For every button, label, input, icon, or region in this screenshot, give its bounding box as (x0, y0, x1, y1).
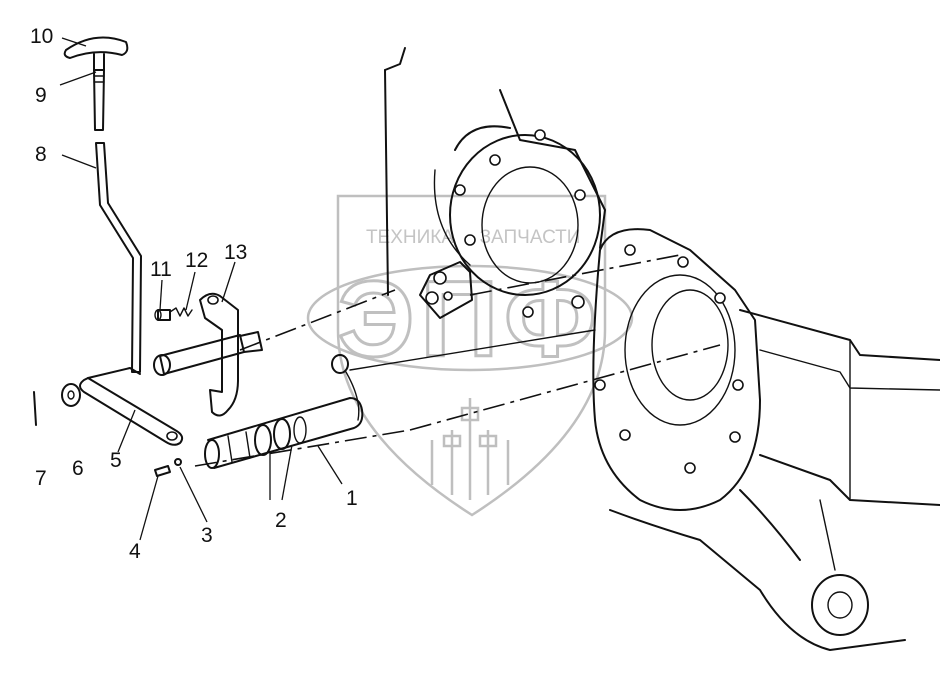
watermark-logo-oval (306, 264, 634, 372)
label-part-4: 4 (129, 540, 141, 563)
watermark-logo: ЭПФ (338, 258, 603, 379)
part-6-washer (61, 383, 81, 407)
label-part-2: 2 (275, 509, 287, 532)
part-13-shift-fork (153, 292, 263, 417)
label-part-1: 1 (346, 487, 358, 510)
snap-ring (331, 354, 360, 421)
label-part-6: 6 (72, 457, 84, 480)
part-1-shift-rod (204, 397, 364, 469)
label-part-10: 10 (30, 25, 53, 48)
label-part-12: 12 (185, 249, 208, 272)
part-3-pin (174, 458, 182, 466)
part-8-rod-lower (95, 142, 142, 373)
part-12-spring (169, 307, 193, 317)
watermark-bottom-text: ЗАПЧАСТИ (480, 227, 581, 248)
label-part-13: 13 (224, 241, 247, 264)
transmission-housing (384, 47, 940, 651)
label-part-5: 5 (110, 449, 122, 472)
part-9-rod-upper (93, 69, 105, 131)
watermark-shield (336, 194, 607, 517)
part-5-lever (79, 367, 184, 446)
label-part-9: 9 (35, 84, 47, 107)
watermark-top-text: ТЕХНИКА (366, 227, 454, 248)
part-7-pin (33, 391, 37, 426)
part-11-pin (154, 309, 171, 321)
assembly-axis-lines (194, 254, 721, 467)
label-part-8: 8 (35, 143, 47, 166)
wheat-emblem-icon (430, 398, 510, 500)
label-part-11: 11 (150, 258, 172, 281)
rear-flange (592, 228, 761, 511)
leader-lines (59, 37, 343, 541)
part-2-rings (254, 416, 307, 456)
label-part-3: 3 (201, 524, 213, 547)
label-part-7: 7 (35, 467, 47, 490)
lower-bracket-bore (811, 574, 869, 636)
part-10-handle-knob (63, 36, 129, 71)
watermark: ТЕХНИКА ЗАПЧАСТИ ЭПФ (306, 194, 634, 517)
part-4-pin (154, 465, 171, 477)
part-number-labels: 10 9 8 11 12 13 7 6 5 4 3 2 1 (30, 25, 358, 563)
housing-flange (449, 134, 601, 296)
